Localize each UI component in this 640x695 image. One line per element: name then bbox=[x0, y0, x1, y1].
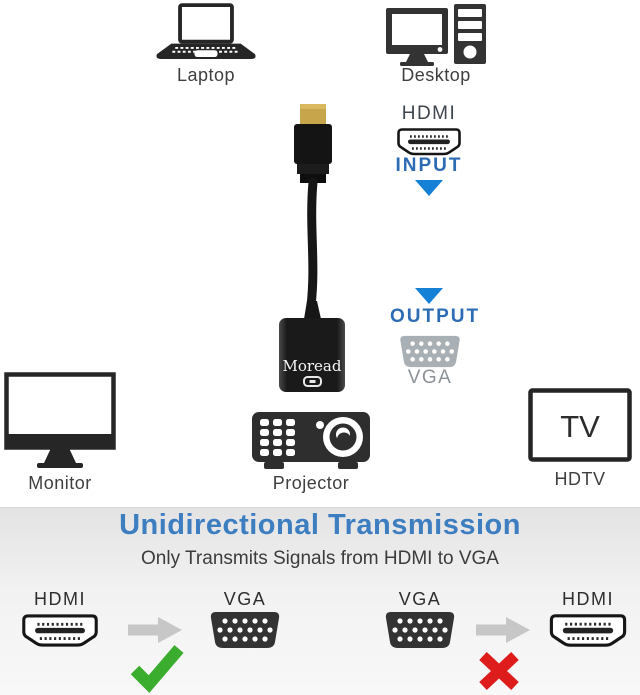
output-direction-label: OUTPUT bbox=[390, 306, 481, 327]
allowed-to-label: VGA bbox=[223, 589, 267, 609]
blocked-from-label: VGA bbox=[398, 589, 442, 609]
banner-title: Unidirectional Transmission bbox=[119, 509, 521, 541]
hdtv-icon: TV bbox=[528, 388, 632, 462]
vga-port-icon bbox=[210, 612, 280, 648]
projector-icon bbox=[252, 412, 370, 469]
allowed-from-label: HDMI bbox=[34, 589, 86, 609]
hdtv-label: HDTV bbox=[554, 469, 606, 489]
laptop-icon bbox=[156, 3, 256, 59]
monitor-label: Monitor bbox=[28, 473, 92, 493]
hdmi-port-icon bbox=[22, 614, 98, 647]
unidirectional-banner bbox=[0, 507, 640, 695]
adapter-cable bbox=[306, 177, 318, 311]
desktop-label: Desktop bbox=[401, 65, 471, 85]
projector-label: Projector bbox=[272, 473, 350, 493]
arrow-down-icon bbox=[415, 288, 443, 304]
vga-output-label: VGA bbox=[407, 367, 453, 388]
hdmi-input-label: HDMI bbox=[401, 103, 457, 124]
banner-subtitle: Only Transmits Signals from HDMI to VGA bbox=[141, 548, 499, 569]
vga-converter-body: Moread bbox=[279, 318, 345, 392]
arrow-right-icon bbox=[476, 617, 530, 643]
monitor-icon bbox=[4, 372, 116, 468]
vga-port-icon bbox=[385, 612, 455, 648]
vga-port-icon bbox=[400, 335, 460, 368]
cross-icon bbox=[479, 651, 519, 691]
desktop-icon bbox=[386, 4, 486, 66]
hdmi-plug-icon bbox=[294, 104, 332, 183]
arrow-down-icon bbox=[415, 180, 443, 196]
arrow-right-icon bbox=[128, 617, 182, 643]
laptop-label: Laptop bbox=[176, 65, 236, 85]
adapter-cable-photo: Moread bbox=[279, 104, 345, 392]
input-direction-label: INPUT bbox=[395, 155, 463, 176]
hdmi-port-icon bbox=[549, 614, 627, 647]
tv-screen-text: TV bbox=[560, 409, 600, 444]
blocked-to-label: HDMI bbox=[562, 589, 614, 609]
check-icon bbox=[130, 645, 184, 693]
adapter-brand-text: Moread bbox=[283, 357, 342, 375]
hdmi-port-icon bbox=[397, 128, 461, 156]
